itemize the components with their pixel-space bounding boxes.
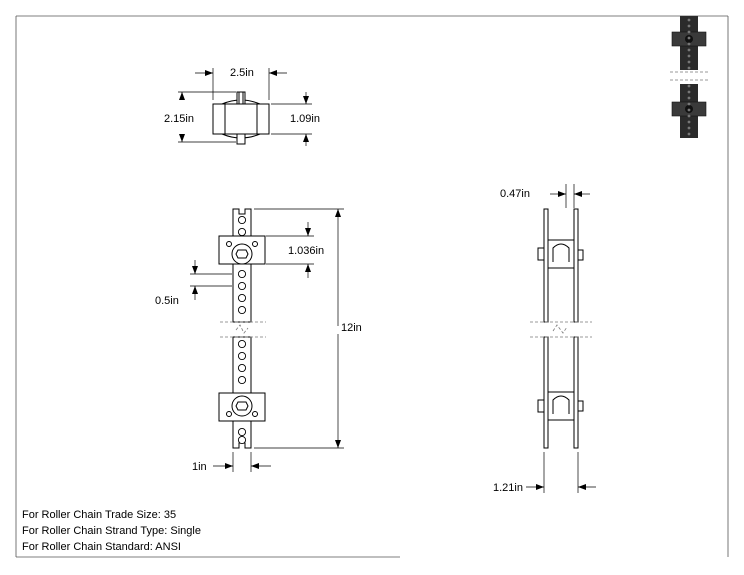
thumb-hole xyxy=(687,60,691,64)
bar-hole xyxy=(237,339,247,349)
thumb-hole xyxy=(687,36,691,40)
dim-top-height: 2.15in xyxy=(164,113,194,125)
bar-hole xyxy=(237,269,247,279)
thumb-hole xyxy=(687,132,691,136)
thumb-hole xyxy=(687,126,691,130)
thumb-hole xyxy=(687,24,691,28)
top-view xyxy=(212,91,270,145)
thumb-hole xyxy=(687,84,691,88)
front-view-holes xyxy=(237,215,247,445)
thumb-hole xyxy=(687,114,691,118)
front-view xyxy=(218,208,266,449)
dim-side-thickness: 0.47in xyxy=(500,188,530,200)
bar-hole xyxy=(237,375,247,385)
bar-hole xyxy=(237,351,247,361)
bar-hole xyxy=(237,227,247,237)
thumb-hole xyxy=(687,102,691,106)
dim-overall-length: 12in xyxy=(341,322,362,334)
spec-standard: For Roller Chain Standard: ANSI xyxy=(22,541,181,553)
dim-side-width: 1.21in xyxy=(493,482,523,494)
thumb-hole xyxy=(687,66,691,70)
bar-hole xyxy=(237,305,247,315)
front-view-dimensions xyxy=(190,208,344,472)
thumb-hole xyxy=(687,18,691,22)
bar-hole xyxy=(237,435,247,445)
bar-hole xyxy=(237,363,247,373)
thumb-hole xyxy=(687,42,691,46)
side-view-break xyxy=(530,321,592,338)
dim-hole-pitch: 0.5in xyxy=(155,295,179,307)
thumb-hole xyxy=(687,48,691,52)
dim-bar-width: 1in xyxy=(192,461,207,473)
bar-hole xyxy=(237,281,247,291)
side-view-dimensions xyxy=(526,184,596,493)
bar-hole xyxy=(237,427,247,437)
bar-hole xyxy=(237,215,247,225)
thumb-hole xyxy=(687,30,691,34)
dim-top-width: 2.5in xyxy=(230,67,254,79)
sheet-border xyxy=(15,15,729,558)
dim-clamp-height: 1.036in xyxy=(288,245,324,257)
dim-top-inner: 1.09in xyxy=(290,113,320,125)
thumb-hole xyxy=(687,108,691,112)
front-view-break xyxy=(220,321,266,338)
product-thumbnail xyxy=(670,16,708,138)
thumb-hole xyxy=(687,120,691,124)
spec-trade-size: For Roller Chain Trade Size: 35 xyxy=(22,509,177,521)
bar-hole xyxy=(237,293,247,303)
top-view-dimensions xyxy=(178,68,312,146)
thumb-hole xyxy=(687,54,691,58)
spec-strand-type: For Roller Chain Strand Type: Single xyxy=(22,525,201,537)
side-view xyxy=(537,208,584,449)
thumb-hole xyxy=(687,90,691,94)
thumb-hole xyxy=(687,96,691,100)
